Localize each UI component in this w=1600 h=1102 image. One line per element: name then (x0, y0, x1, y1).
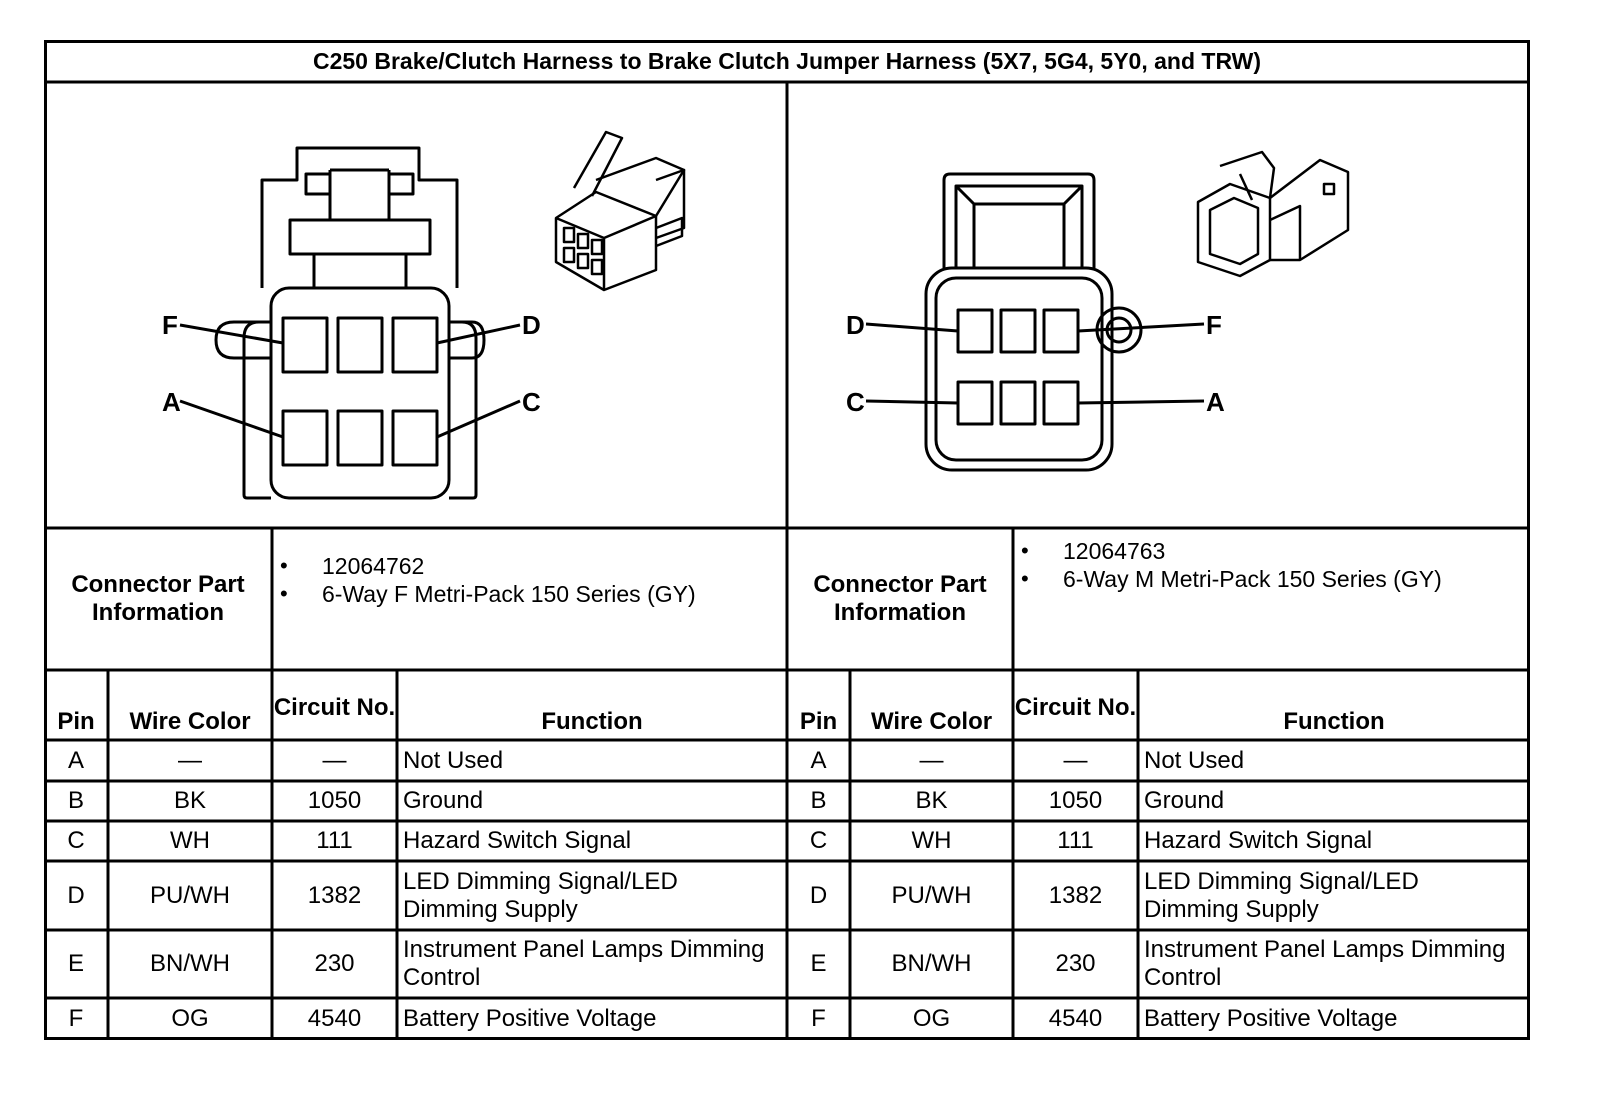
male-connector-iso-icon (1196, 150, 1350, 278)
table-cell-function: Not Used (403, 746, 504, 774)
table-cell-circuit: — (322, 746, 347, 774)
table-cell-circuit: 1382 (307, 881, 362, 909)
right-header-pin: Pin (799, 708, 838, 735)
table-cell-pin: A (67, 746, 84, 774)
chart-grid-and-drawings (44, 40, 1530, 1040)
table-cell-circuit: 230 (314, 950, 355, 977)
right-pin-label-f: F (1206, 310, 1222, 340)
table-cell-pin: C (809, 827, 828, 854)
table-cell-function: Hazard Switch Signal (403, 827, 632, 854)
table-cell-wire-color: BK (915, 787, 948, 814)
male-connector-face-drawing (865, 172, 1205, 472)
left-header-wire-color: Wire Color (129, 708, 251, 735)
table-cell-wire-color: PU/WH (150, 881, 230, 909)
table-cell-pin: A (810, 746, 827, 774)
table-cell-wire-color: BN/WH (891, 950, 972, 977)
left-header-pin: Pin (57, 708, 95, 735)
table-cell-circuit: 111 (1057, 827, 1094, 854)
table-cell-wire-color: OG (171, 1005, 209, 1032)
table-cell-pin: B (810, 787, 827, 814)
table-cell-function: Battery Positive Voltage (403, 1005, 657, 1032)
table-cell-wire-color: BK (173, 787, 206, 814)
table-cell-circuit: 1050 (307, 787, 362, 814)
right-part-number: 12064763 (1013, 537, 1530, 565)
table-cell-pin: E (67, 950, 84, 977)
table-cell-pin: D (67, 881, 85, 909)
table-cell-function: Ground (1144, 787, 1225, 814)
table-cell-function: Instrument Panel Lamps Dimming Control (403, 936, 765, 991)
table-cell-circuit: 111 (316, 827, 353, 854)
table-cell-pin: E (810, 950, 827, 977)
left-header-circuit: Circuit No. (273, 694, 396, 721)
table-cell-wire-color: — (178, 746, 202, 774)
table-cell-function: LED Dimming Signal/LED Dimming Supply (1144, 867, 1419, 923)
table-cell-wire-color: WH (170, 827, 210, 854)
left-part-info: 12064762 6-Way F Metri-Pack 150 Series (… (272, 552, 787, 608)
table-cell-wire-color: OG (912, 1005, 951, 1032)
right-connector-info-label: Connector Part Information (813, 571, 987, 626)
table-cell-wire-color: WH (911, 827, 952, 854)
left-connector-info-label: Connector Part Information (71, 571, 245, 626)
table-cell-circuit: 230 (1055, 950, 1096, 977)
right-header-function: Function (1283, 708, 1385, 735)
table-cell-wire-color: — (919, 746, 944, 774)
female-connector-iso-icon (554, 130, 686, 292)
table-cell-circuit: 4540 (307, 1005, 362, 1032)
left-pin-label-a: A (162, 387, 181, 417)
table-cell-circuit: — (1063, 746, 1088, 774)
table-cell-pin: F (811, 1005, 826, 1032)
left-pin-label-f: F (162, 310, 178, 340)
left-pin-label-d: D (522, 310, 541, 340)
right-part-info: 12064763 6-Way M Metri-Pack 150 Series (… (1013, 537, 1530, 593)
right-part-description: 6-Way M Metri-Pack 150 Series (GY) (1013, 565, 1530, 593)
connector-chart: C250 Brake/Clutch Harness to Brake Clutc… (44, 40, 1530, 1040)
right-header-circuit: Circuit No. (1014, 694, 1137, 721)
table-cell-wire-color: PU/WH (891, 881, 972, 909)
table-cell-pin: B (67, 787, 84, 814)
table-cell-circuit: 1050 (1048, 787, 1103, 814)
table-cell-circuit: 1382 (1048, 881, 1103, 909)
left-pin-label-c: C (522, 387, 541, 417)
table-cell-pin: F (68, 1005, 84, 1032)
left-part-description: 6-Way F Metri-Pack 150 Series (GY) (272, 580, 787, 608)
table-cell-function: LED Dimming Signal/LED Dimming Supply (403, 867, 678, 923)
table-cell-function: Instrument Panel Lamps Dimming Control (1144, 936, 1506, 991)
right-header-wire-color: Wire Color (870, 708, 993, 735)
female-connector-face-drawing (179, 146, 521, 500)
left-part-number: 12064762 (272, 552, 787, 580)
table-cell-pin: D (809, 881, 828, 909)
connector-title: C250 Brake/Clutch Harness to Brake Clutc… (312, 48, 1262, 74)
table-cell-function: Battery Positive Voltage (1144, 1005, 1398, 1032)
table-cell-circuit: 4540 (1048, 1005, 1103, 1032)
left-header-function: Function (541, 708, 643, 735)
right-pin-label-c: C (846, 387, 865, 417)
table-cell-function: Ground (403, 787, 484, 814)
table-cell-function: Hazard Switch Signal (1144, 827, 1373, 854)
table-cell-pin: C (67, 827, 85, 854)
table-cell-wire-color: BN/WH (150, 950, 230, 977)
right-pin-label-d: D (846, 310, 865, 340)
table-cell-function: Not Used (1144, 746, 1245, 774)
right-pin-label-a: A (1206, 387, 1225, 417)
